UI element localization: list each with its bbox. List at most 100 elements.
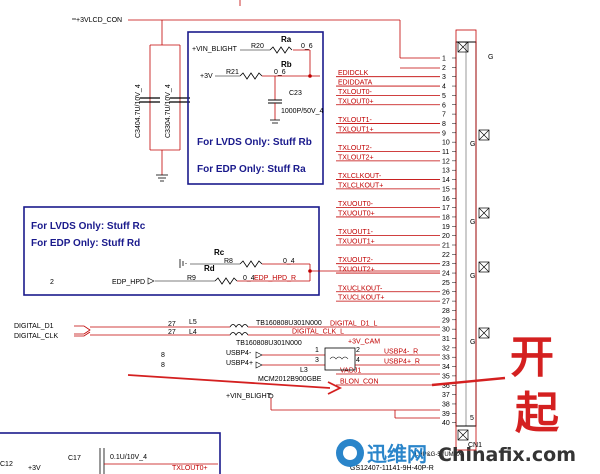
connector-pin-25: 25 xyxy=(442,280,450,287)
connector-pin-28: 28 xyxy=(442,308,450,315)
connector-pin-38: 38 xyxy=(442,401,450,408)
net-label: +3V_CAM xyxy=(348,339,380,346)
usb-p4m-label: USBP4- xyxy=(226,350,252,357)
connector-cn1: 1234567891011121314151617181920212223242… xyxy=(350,29,493,472)
connector-pin-23: 23 xyxy=(442,261,450,268)
net-label: TXUOUT1- xyxy=(338,229,374,236)
conn-mfr: LHP&G-5 (UMAX) xyxy=(415,452,464,458)
connector-pin-12: 12 xyxy=(442,158,450,165)
net-label: TXLOUT1+ xyxy=(338,126,374,133)
handwritten-annotation: 开 起 xyxy=(127,332,560,439)
net-label: TXUOUT0+ xyxy=(338,210,375,217)
digital-clk-label: DIGITAL_CLK xyxy=(14,333,59,340)
connector-pin-13: 13 xyxy=(442,168,450,175)
usb-pin1: 1 xyxy=(315,347,319,354)
connector-pin-group: 1234567891011121314151617181920212223242… xyxy=(442,56,456,427)
connector-pin-19: 19 xyxy=(442,224,450,231)
c23-label: C23 xyxy=(289,90,302,97)
v3-label: +3V xyxy=(200,73,213,80)
n27a-label: 27 xyxy=(168,321,176,328)
conn-cn1: CN1 xyxy=(468,442,482,449)
connector-pin-6: 6 xyxy=(442,102,446,109)
net-label: TXLOUT0+ xyxy=(338,98,374,105)
connector-pin-1: 1 xyxy=(442,56,446,63)
connector-pin-15: 15 xyxy=(442,186,450,193)
connector-pin-30: 30 xyxy=(442,327,450,334)
usb-pin4: 4 xyxy=(356,357,360,364)
edp-hpd-num: 2 xyxy=(50,279,54,286)
cap-c33-label: C3304.7U/10V_4 xyxy=(165,84,172,138)
connector-pin-24: 24 xyxy=(442,271,450,278)
vin-blight2-label: +VIN_BLIGHT xyxy=(226,393,272,400)
connector-pin-5: 5 xyxy=(442,93,446,100)
connector-pin-33: 33 xyxy=(442,355,450,362)
bottom-txlout: TXLOUT0+ xyxy=(172,465,208,472)
note-edp-rd: For EDP Only: Stuff Rd xyxy=(31,238,140,249)
rd-label: Rd xyxy=(204,264,215,273)
r20-label: R20 xyxy=(251,43,264,50)
usb-p4p-label: USBP4+ xyxy=(226,360,253,367)
conn-g4: G xyxy=(470,273,475,280)
ra-rb-option-box: +VIN_BLIGHT R20 Ra 0_6 +3V R21 Rb 0_6 C2… xyxy=(187,31,324,185)
connector-pin-31: 31 xyxy=(442,336,450,343)
vin-blight-label: +VIN_BLIGHT xyxy=(192,46,238,53)
r8-label: R8 xyxy=(224,258,233,265)
usb-pin2: 2 xyxy=(356,347,360,354)
r21-value: 0_6 xyxy=(274,69,286,76)
net-label: DIGITAL_D1_L xyxy=(330,321,377,328)
net-label: TXLOUT2- xyxy=(338,145,373,152)
connector-pin-35: 35 xyxy=(442,373,450,380)
r9-value: 0_4 xyxy=(243,275,255,282)
conn-five: 5 xyxy=(470,415,474,422)
lcd-power-label: +3VLCD_CON xyxy=(76,17,122,24)
bottom-c12: C12 xyxy=(0,461,13,468)
r9-label: R9 xyxy=(187,275,196,282)
connector-pin-14: 14 xyxy=(442,177,450,184)
connector-pin-29: 29 xyxy=(442,317,450,324)
rc-label: Rc xyxy=(214,248,225,257)
usb-signal-group: 8 8 USBP4- USBP4+ 1 2 3 4 L3 MCM2012B900… xyxy=(161,347,440,383)
c23-value: 1000P/50V_4 xyxy=(281,108,324,115)
connector-pin-37: 37 xyxy=(442,392,450,399)
connector-pin-10: 10 xyxy=(442,140,450,147)
connector-pin-26: 26 xyxy=(442,289,450,296)
watermark: 迅维网 Chinafix.com xyxy=(336,439,576,467)
r8-value: 0_4 xyxy=(283,258,295,265)
r20-value: 0_6 xyxy=(301,43,313,50)
net-label: EDIDCLK xyxy=(338,70,369,77)
tb-part-b: TB160808U301N000 xyxy=(236,340,302,347)
connector-pin-8: 8 xyxy=(442,121,446,128)
connector-pin-21: 21 xyxy=(442,243,450,250)
net-label: DIGITAL_CLK_L xyxy=(292,329,344,336)
connector-pin-7: 7 xyxy=(442,112,446,119)
bottom-partial: C12 C17 0.1U/10V_4 +3V TXLOUT0+ xyxy=(0,432,221,474)
net-label: TXUOUT2+ xyxy=(338,267,375,274)
net-label: TXUCLKOUT- xyxy=(338,285,383,292)
connector-pin-11: 11 xyxy=(442,149,449,156)
bottom-c17: C17 xyxy=(68,455,81,462)
rc-rd-option-box: For LVDS Only: Stuff Rc For EDP Only: St… xyxy=(23,206,440,296)
connector-pin-3: 3 xyxy=(442,74,446,81)
digital-signal-group: DIGITAL_D1 DIGITAL_CLK 27 27 L5 L4 TB160… xyxy=(14,319,440,347)
note-edp-ra: For EDP Only: Stuff Ra xyxy=(197,164,306,175)
connector-pin-4: 4 xyxy=(442,84,446,91)
net-label: TXUCLKOUT+ xyxy=(338,295,384,302)
conn-g1: G xyxy=(488,54,493,61)
net-label: VADJ1 xyxy=(340,368,361,375)
n27b-label: 27 xyxy=(168,329,176,336)
connector-pin-16: 16 xyxy=(442,196,450,203)
cap-c34-label: C3404.7U/10V_4 xyxy=(135,84,142,138)
net-label: TXLOUT0- xyxy=(338,89,373,96)
conn-g2: G xyxy=(470,141,475,148)
watermark-site: Chinafix.com xyxy=(438,444,576,466)
connector-pin-27: 27 xyxy=(442,299,450,306)
conn-pn: GS12407-11141-9H-40P-R xyxy=(350,465,434,472)
bottom-3v: +3V xyxy=(28,465,41,472)
connector-pin-39: 39 xyxy=(442,411,450,418)
connector-pin-18: 18 xyxy=(442,214,450,221)
edp-hpd-net: EDP_HPD xyxy=(112,279,145,286)
usb-n8b: 8 xyxy=(161,362,165,369)
bottom-c17-value: 0.1U/10V_4 xyxy=(110,454,147,461)
net-label: TXUOUT1+ xyxy=(338,239,375,246)
